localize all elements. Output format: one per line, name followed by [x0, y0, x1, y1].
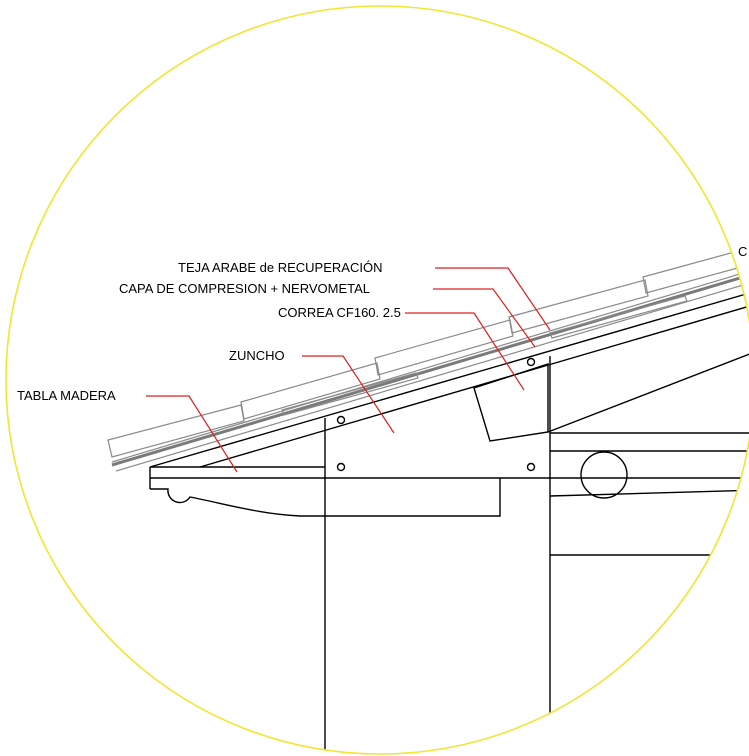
- label-correa: CORREA CF160. 2.5: [278, 305, 401, 320]
- tile-1: [107, 404, 245, 458]
- tile-underlay-1: [281, 372, 419, 416]
- leader-lines: [146, 267, 551, 473]
- leader-correa: [405, 312, 525, 391]
- zuncho-block: [324, 356, 551, 479]
- label-tabla-madera: TABLA MADERA: [17, 388, 116, 403]
- label-capa-compresion: CAPA DE COMPRESION + NERVOMETAL: [119, 281, 370, 296]
- leader-teja: [435, 267, 551, 331]
- leader-zuncho: [302, 355, 395, 434]
- leader-capa: [433, 288, 536, 348]
- tile-2: [240, 362, 381, 420]
- label-teja-arabe: TEJA ARABE de RECUPERACIÓN: [178, 260, 382, 275]
- leader-tabla: [146, 395, 238, 473]
- detail-linework: [107, 244, 749, 754]
- pipe-section: [580, 451, 628, 499]
- tile-5: [642, 244, 749, 294]
- label-cut-right: C: [738, 244, 747, 259]
- tile-underlay-2: [549, 295, 688, 339]
- bolt: [336, 415, 346, 425]
- roof-tiles: [107, 244, 749, 472]
- detail-circle: [5, 5, 749, 755]
- eave-profile: [150, 478, 501, 517]
- bolt: [526, 357, 536, 367]
- tile-4: [508, 279, 649, 334]
- purlin-section: [473, 363, 549, 442]
- bolt: [526, 462, 536, 472]
- label-zuncho: ZUNCHO: [229, 348, 285, 363]
- tile-3: [374, 319, 514, 376]
- bolt: [336, 462, 346, 472]
